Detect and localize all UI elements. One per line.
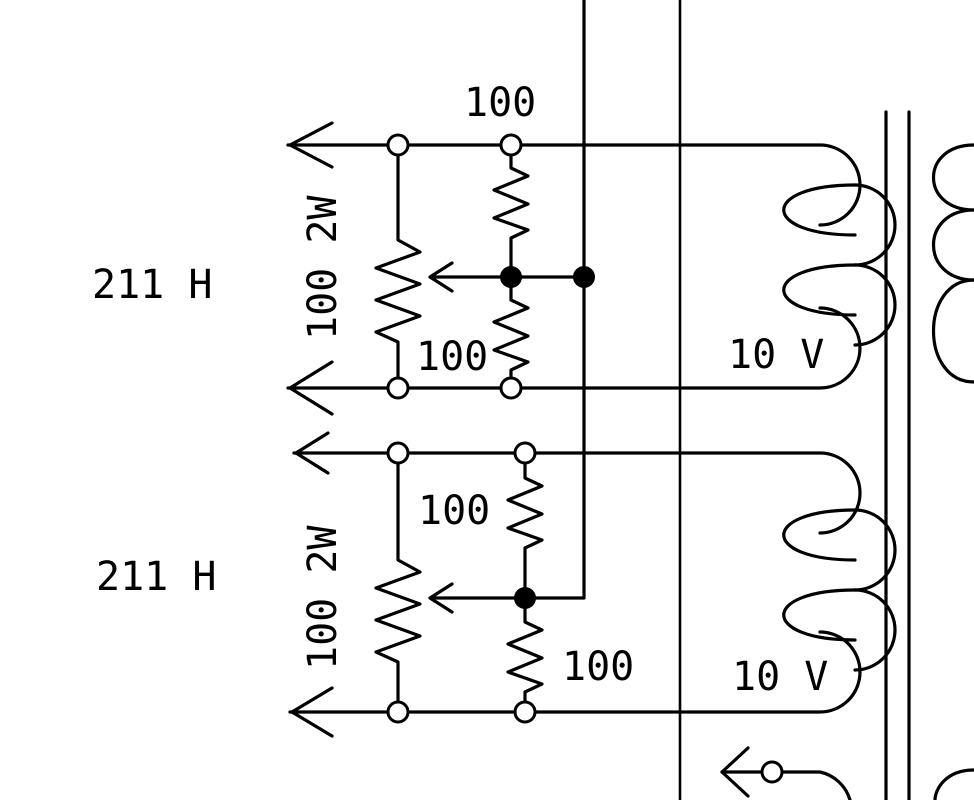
stage1-bottom-arrow xyxy=(288,360,334,416)
stage1-pot-label: 100 2W xyxy=(300,195,346,340)
stage2-res-bottom-label: 100 xyxy=(562,644,634,690)
stage1-top-rail xyxy=(286,143,862,227)
stage1-bottom-rail xyxy=(286,306,862,390)
stage1-junction-common xyxy=(573,266,595,288)
stage2-wiper-arrow xyxy=(428,582,527,614)
stage3-rail xyxy=(720,770,852,800)
stage1-wiper-arrow xyxy=(428,261,512,293)
stage-2: 211 H 100 2W 100 100 10 V xyxy=(96,431,897,738)
stage1-secondary-coil xyxy=(782,183,897,347)
stage1-terminal-res-bottom xyxy=(499,376,523,400)
stage2-terminal-pot-bottom xyxy=(386,700,410,724)
stage2-top-rail xyxy=(292,451,862,535)
stage2-terminal-res-top xyxy=(513,441,537,465)
stage2-resistor-top xyxy=(506,451,544,600)
stage1-junction-mid xyxy=(500,266,522,288)
stage2-secondary-coil xyxy=(782,508,897,672)
stage2-junction-mid xyxy=(514,587,536,609)
stage1-resistor-top xyxy=(492,143,530,279)
stage3-terminal xyxy=(760,760,784,784)
stage2-pot-label: 100 2W xyxy=(300,525,346,670)
common-return-wire xyxy=(523,0,586,600)
stage1-terminal-pot-top xyxy=(386,133,410,157)
stage2-res-top-label: 100 xyxy=(418,488,490,534)
stage2-terminal-res-bottom xyxy=(513,700,537,724)
stage2-potentiometer xyxy=(374,451,422,714)
stage2-terminal-pot-top xyxy=(386,441,410,465)
stage2-resistor-bottom xyxy=(506,596,544,714)
stage3-arrow xyxy=(720,746,750,798)
stage1-res-top-label: 100 xyxy=(464,80,536,126)
stage1-winding-label: 10 V xyxy=(728,332,824,378)
stage1-terminal-res-top xyxy=(499,133,523,157)
stage2-bottom-arrow xyxy=(290,686,334,738)
stage1-resistor-bottom xyxy=(492,275,530,390)
stage1-potentiometer xyxy=(374,143,422,390)
stage2-bottom-rail xyxy=(288,630,862,714)
stage1-top-arrow xyxy=(288,121,334,169)
stage1-res-bottom-label: 100 xyxy=(416,334,488,380)
stage1-tube-label: 211 H xyxy=(92,262,212,308)
stage-3-partial xyxy=(720,746,852,800)
transformer-primary-coil xyxy=(931,143,974,800)
stage1-terminal-pot-bottom xyxy=(386,376,410,400)
stage-1: 211 H 100 2W 100 100 10 V xyxy=(92,80,897,416)
stage2-tube-label: 211 H xyxy=(96,554,216,600)
stage2-winding-label: 10 V xyxy=(732,654,828,700)
stage2-top-arrow xyxy=(294,431,330,475)
